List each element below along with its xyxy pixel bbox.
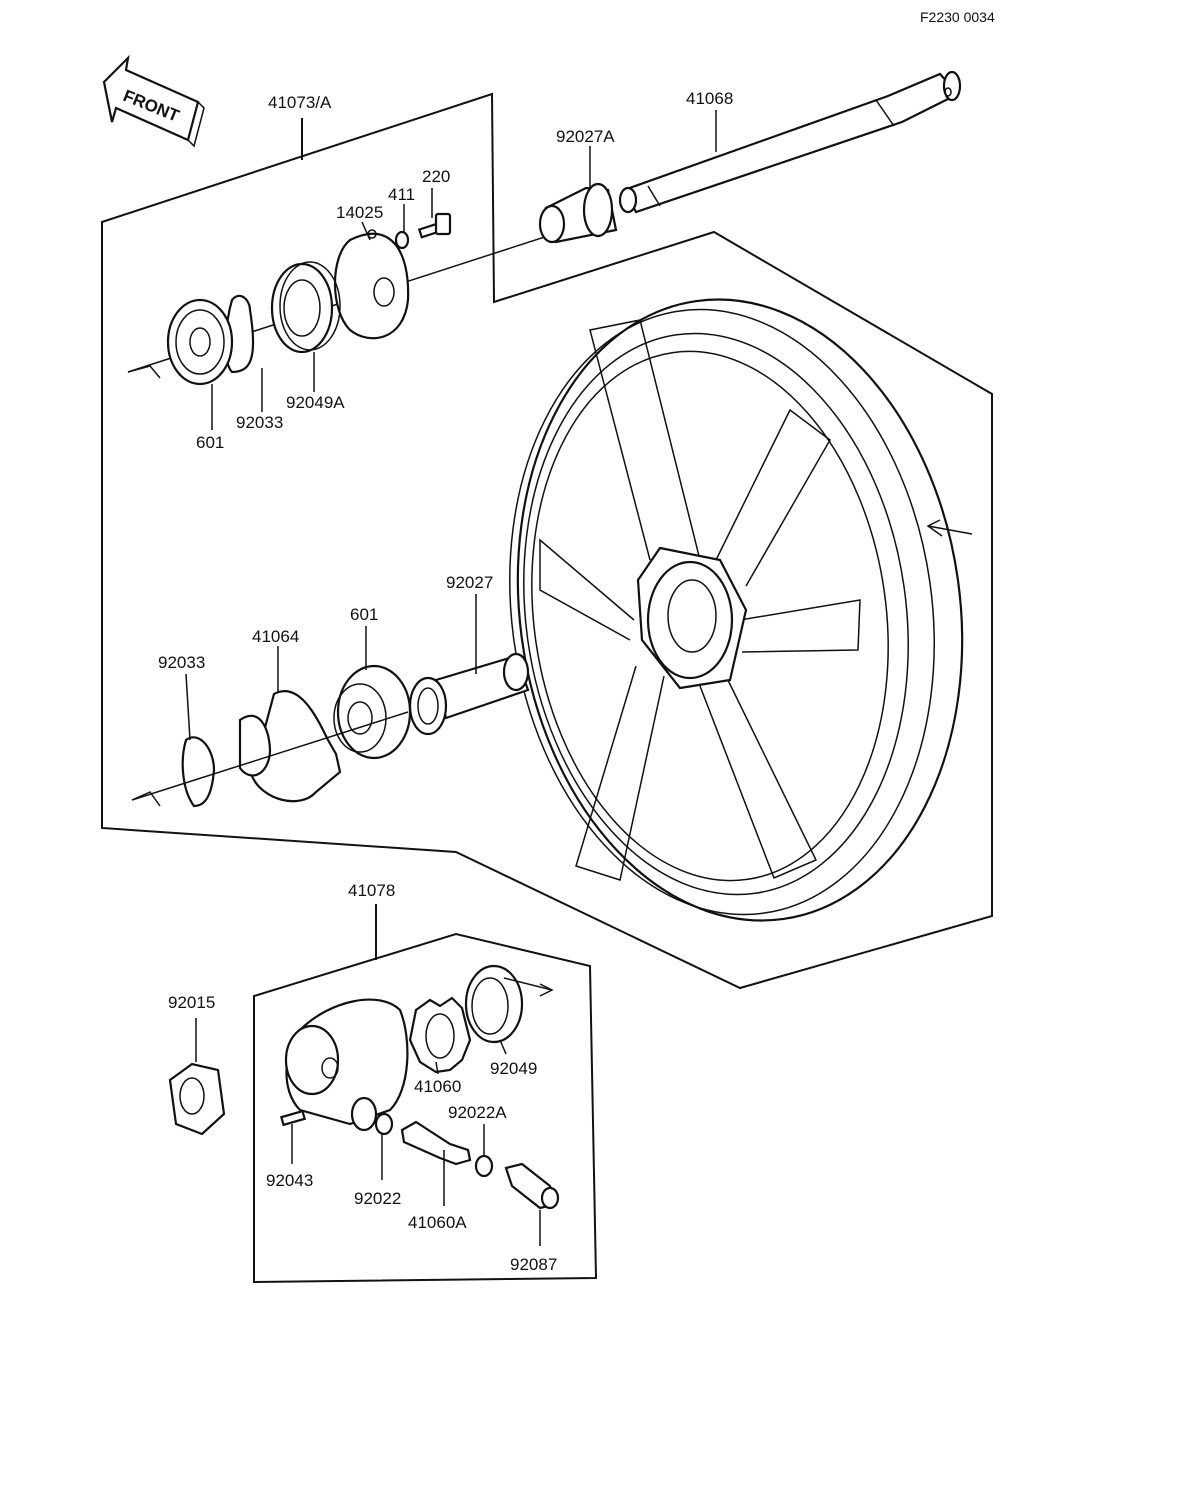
label-220: 220 bbox=[422, 167, 450, 186]
label-92033-top: 92033 bbox=[236, 413, 283, 432]
cover-41064 bbox=[238, 690, 342, 803]
drawing-code: F2230 0034 bbox=[920, 9, 995, 25]
washer-92022A bbox=[474, 1154, 494, 1178]
seal-92049A bbox=[270, 261, 341, 354]
top-leaders bbox=[211, 110, 717, 430]
label-92015: 92015 bbox=[168, 993, 215, 1012]
nut-92015 bbox=[168, 1018, 226, 1136]
label-14025: 14025 bbox=[336, 203, 383, 222]
axle-41068 bbox=[618, 70, 962, 214]
arrow-icon-mid bbox=[131, 791, 161, 807]
gear-leaders bbox=[291, 1039, 541, 1246]
label-601-top: 601 bbox=[196, 433, 224, 452]
seal-92049 bbox=[464, 964, 524, 1044]
label-601-mid: 601 bbox=[350, 605, 378, 624]
label-41068: 41068 bbox=[686, 89, 733, 108]
arrow-icon bbox=[127, 365, 161, 379]
label-41073A: 41073/A bbox=[268, 93, 332, 112]
pin-92043 bbox=[279, 1109, 307, 1127]
label-41060: 41060 bbox=[414, 1077, 461, 1096]
bushing-92087 bbox=[504, 1162, 560, 1210]
wheel-hub bbox=[636, 546, 748, 690]
label-92049: 92049 bbox=[490, 1059, 537, 1078]
gear-centerline bbox=[503, 977, 553, 991]
bracket-41073A bbox=[101, 92, 993, 990]
label-92022: 92022 bbox=[354, 1189, 401, 1208]
bearing-601-mid bbox=[333, 664, 412, 760]
label-92027: 92027 bbox=[446, 573, 493, 592]
label-92022A: 92022A bbox=[448, 1103, 507, 1122]
washer-411 bbox=[394, 230, 410, 250]
circlip-92033-mid bbox=[181, 736, 216, 808]
label-92043: 92043 bbox=[266, 1171, 313, 1190]
label-92027A: 92027A bbox=[556, 127, 615, 146]
gear-41060 bbox=[408, 996, 472, 1074]
bracket-41078 bbox=[253, 904, 598, 1284]
arrow-icon-gear bbox=[539, 983, 554, 997]
label-92049A: 92049A bbox=[286, 393, 345, 412]
cover-14025 bbox=[334, 229, 410, 340]
front-arrow-icon: FRONT bbox=[102, 54, 205, 148]
wheel-spokes bbox=[539, 319, 861, 881]
label-41064: 41064 bbox=[252, 627, 299, 646]
label-41060A: 41060A bbox=[408, 1213, 467, 1232]
wheel-centerline bbox=[927, 525, 973, 535]
arrow-icon-wheel bbox=[926, 519, 943, 537]
label-92087: 92087 bbox=[510, 1255, 557, 1274]
washer-92022 bbox=[374, 1112, 394, 1136]
label-411: 411 bbox=[388, 185, 415, 204]
gearbox-housing bbox=[284, 998, 409, 1132]
label-41078: 41078 bbox=[348, 881, 395, 900]
collar-92027A bbox=[538, 182, 618, 244]
pinion-41060A bbox=[400, 1120, 472, 1166]
bearing-601-top bbox=[166, 298, 234, 386]
bolt-220 bbox=[417, 212, 452, 239]
axle-centerline-mid bbox=[131, 711, 409, 801]
mid-leaders bbox=[185, 594, 477, 741]
label-92033-mid: 92033 bbox=[158, 653, 205, 672]
collar-92027 bbox=[408, 652, 530, 736]
